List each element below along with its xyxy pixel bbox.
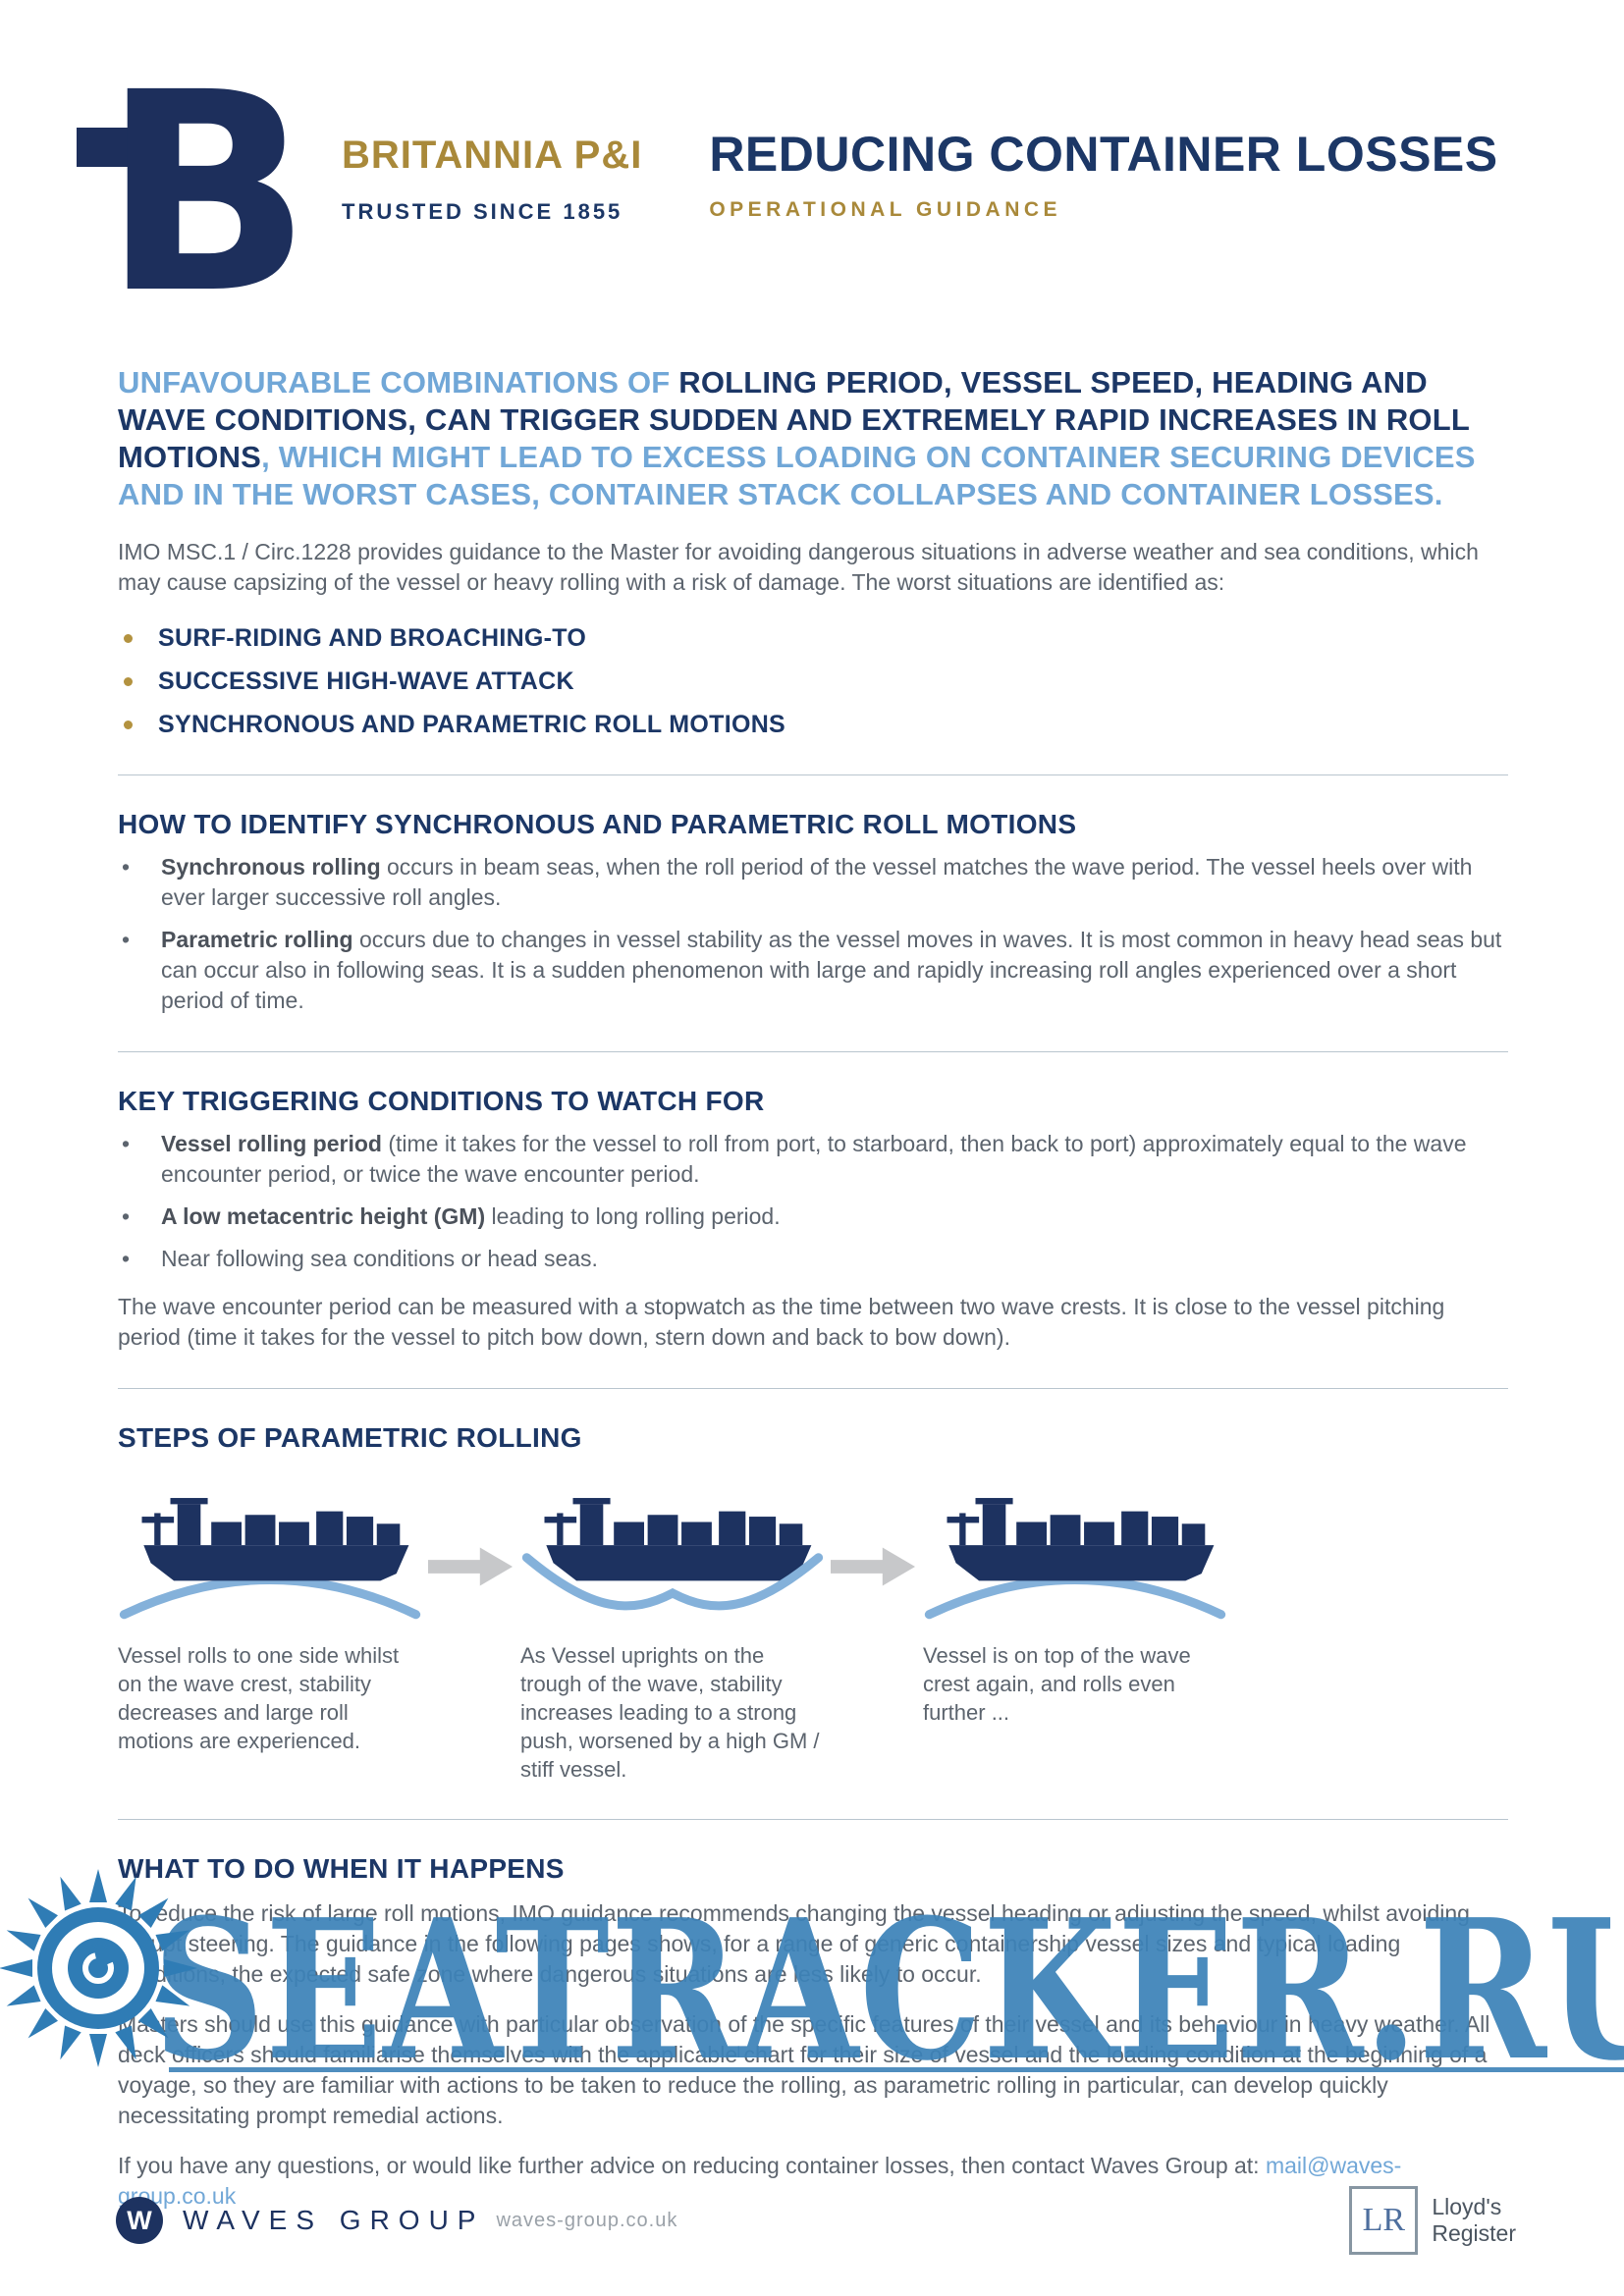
list-item: SUCCESSIVE HIGH-WAVE ATTACK (118, 667, 1508, 696)
bullet-text: Synchronous rolling occurs in beam seas,… (161, 854, 1473, 910)
waves-logo-letter: W (127, 2205, 152, 2235)
parametric-rolling-figures (118, 1479, 1508, 1622)
brand-name: BRITANNIA P&I (342, 133, 643, 177)
bullet-item: • A low metacentric height (GM) leading … (118, 1201, 1508, 1232)
watermark-underline (169, 2067, 1624, 2072)
section-heading-action: WHAT TO DO WHEN IT HAPPENS (118, 1853, 565, 1884)
waves-group-url: waves-group.co.uk (496, 2209, 678, 2231)
lloyds-register-name: Lloyd's Register (1432, 2194, 1516, 2247)
caption-gap (825, 1641, 923, 1784)
step-captions: Vessel rolls to one side whilst on the w… (118, 1641, 1508, 1784)
danger-item-label: SURF-RIDING AND BROACHING-TO (158, 624, 587, 652)
svg-text:B: B (102, 55, 302, 315)
section-divider (118, 1819, 1508, 1820)
lr-box-icon: LR (1349, 2186, 1419, 2255)
action-paragraph-2: Masters should use this guidance with pa… (118, 2011, 1490, 2128)
bullet-item: • Parametric rolling occurs due to chang… (118, 925, 1508, 1016)
britannia-logo-icon: B (77, 55, 302, 315)
identify-bullet-list: • Synchronous rolling occurs in beam sea… (118, 852, 1508, 1016)
bullet-icon (124, 633, 133, 643)
waves-group-logo: W WAVES GROUP waves-group.co.uk (116, 2197, 677, 2244)
seatracker-sun-icon (0, 1869, 197, 2067)
bullet-text: A low metacentric height (GM) leading to… (161, 1203, 781, 1229)
bullet-icon (124, 720, 133, 729)
step-caption: Vessel is on top of the wave crest again… (923, 1643, 1191, 1725)
watermark-text: SEATRACKER.RU (153, 1878, 1624, 2104)
bullet-icon: • (122, 1203, 131, 1229)
step-caption: Vessel rolls to one side whilst on the w… (118, 1643, 400, 1753)
footer: W WAVES GROUP waves-group.co.uk LR Lloyd… (116, 2186, 1516, 2255)
danger-item-label: SUCCESSIVE HIGH-WAVE ATTACK (158, 667, 574, 695)
danger-list: SURF-RIDING AND BROACHING-TO SUCCESSIVE … (118, 623, 1508, 739)
lead-paragraph: UNFAVOURABLE COMBINATIONS OF ROLLING PER… (118, 365, 1476, 511)
lloyds-register-logo: LR Lloyd's Register (1349, 2186, 1516, 2255)
section-divider (118, 1051, 1508, 1052)
title-block: REDUCING CONTAINER LOSSES OPERATIONAL GU… (709, 55, 1497, 315)
bullet-text: Near following sea conditions or head se… (161, 1246, 598, 1271)
action-paragraph-1: To reduce the risk of large roll motions… (118, 1900, 1470, 1987)
bullet-icon: • (122, 1246, 131, 1271)
section-divider (118, 1388, 1508, 1389)
section-heading-steps: STEPS OF PARAMETRIC ROLLING (118, 1422, 582, 1453)
bullet-icon (124, 676, 133, 686)
danger-item-label: SYNCHRONOUS AND PARAMETRIC ROLL MOTIONS (158, 711, 786, 738)
bullet-item: • Near following sea conditions or head … (118, 1244, 1508, 1274)
note-paragraph: The wave encounter period can be measure… (118, 1294, 1445, 1350)
bullet-icon: • (122, 854, 131, 880)
page-title: REDUCING CONTAINER LOSSES (709, 127, 1498, 182)
bullet-icon: • (122, 1131, 131, 1156)
caption-gap (422, 1641, 520, 1784)
bullet-text: Parametric rolling occurs due to changes… (161, 927, 1502, 1013)
section-heading-triggering: KEY TRIGGERING CONDITIONS TO WATCH FOR (118, 1086, 765, 1116)
header: B BRITANNIA P&I TRUSTED SINCE 1855 REDUC… (77, 55, 1624, 315)
intro-paragraph: IMO MSC.1 / Circ.1228 provides guidance … (118, 539, 1479, 595)
waves-group-wordmark: WAVES GROUP (183, 2205, 485, 2235)
section-heading-identify: HOW TO IDENTIFY SYNCHRONOUS AND PARAMETR… (118, 809, 1077, 839)
brand-block: BRITANNIA P&I TRUSTED SINCE 1855 (342, 55, 642, 315)
lr-name-line2: Register (1432, 2220, 1516, 2246)
step-caption: As Vessel uprights on the trough of the … (520, 1643, 820, 1782)
step-arrow-icon (825, 1545, 923, 1622)
bullet-item: • Synchronous rolling occurs in beam sea… (118, 852, 1508, 913)
waves-logo-icon: W (116, 2197, 163, 2244)
triggering-bullet-list: • Vessel rolling period (time it takes f… (118, 1129, 1508, 1274)
brand-tagline: TRUSTED SINCE 1855 (342, 199, 623, 224)
page-subtitle: OPERATIONAL GUIDANCE (709, 198, 1062, 221)
ship-on-crest-illustration (118, 1479, 422, 1622)
ship-on-crest-again-illustration (923, 1479, 1227, 1622)
bullet-icon: • (122, 927, 131, 952)
bullet-text: Vessel rolling period (time it takes for… (161, 1131, 1467, 1187)
content: UNFAVOURABLE COMBINATIONS OF ROLLING PER… (118, 364, 1508, 2212)
ship-in-trough-illustration (520, 1479, 825, 1622)
list-item: SURF-RIDING AND BROACHING-TO (118, 623, 1508, 653)
lr-name-line1: Lloyd's (1432, 2194, 1502, 2219)
lr-initials: LR (1362, 2202, 1406, 2238)
contact-line: If you have any questions, or would like… (118, 2153, 1402, 2209)
list-item: SYNCHRONOUS AND PARAMETRIC ROLL MOTIONS (118, 710, 1508, 739)
step-arrow-icon (422, 1545, 520, 1622)
section-divider (118, 774, 1508, 775)
bullet-item: • Vessel rolling period (time it takes f… (118, 1129, 1508, 1190)
